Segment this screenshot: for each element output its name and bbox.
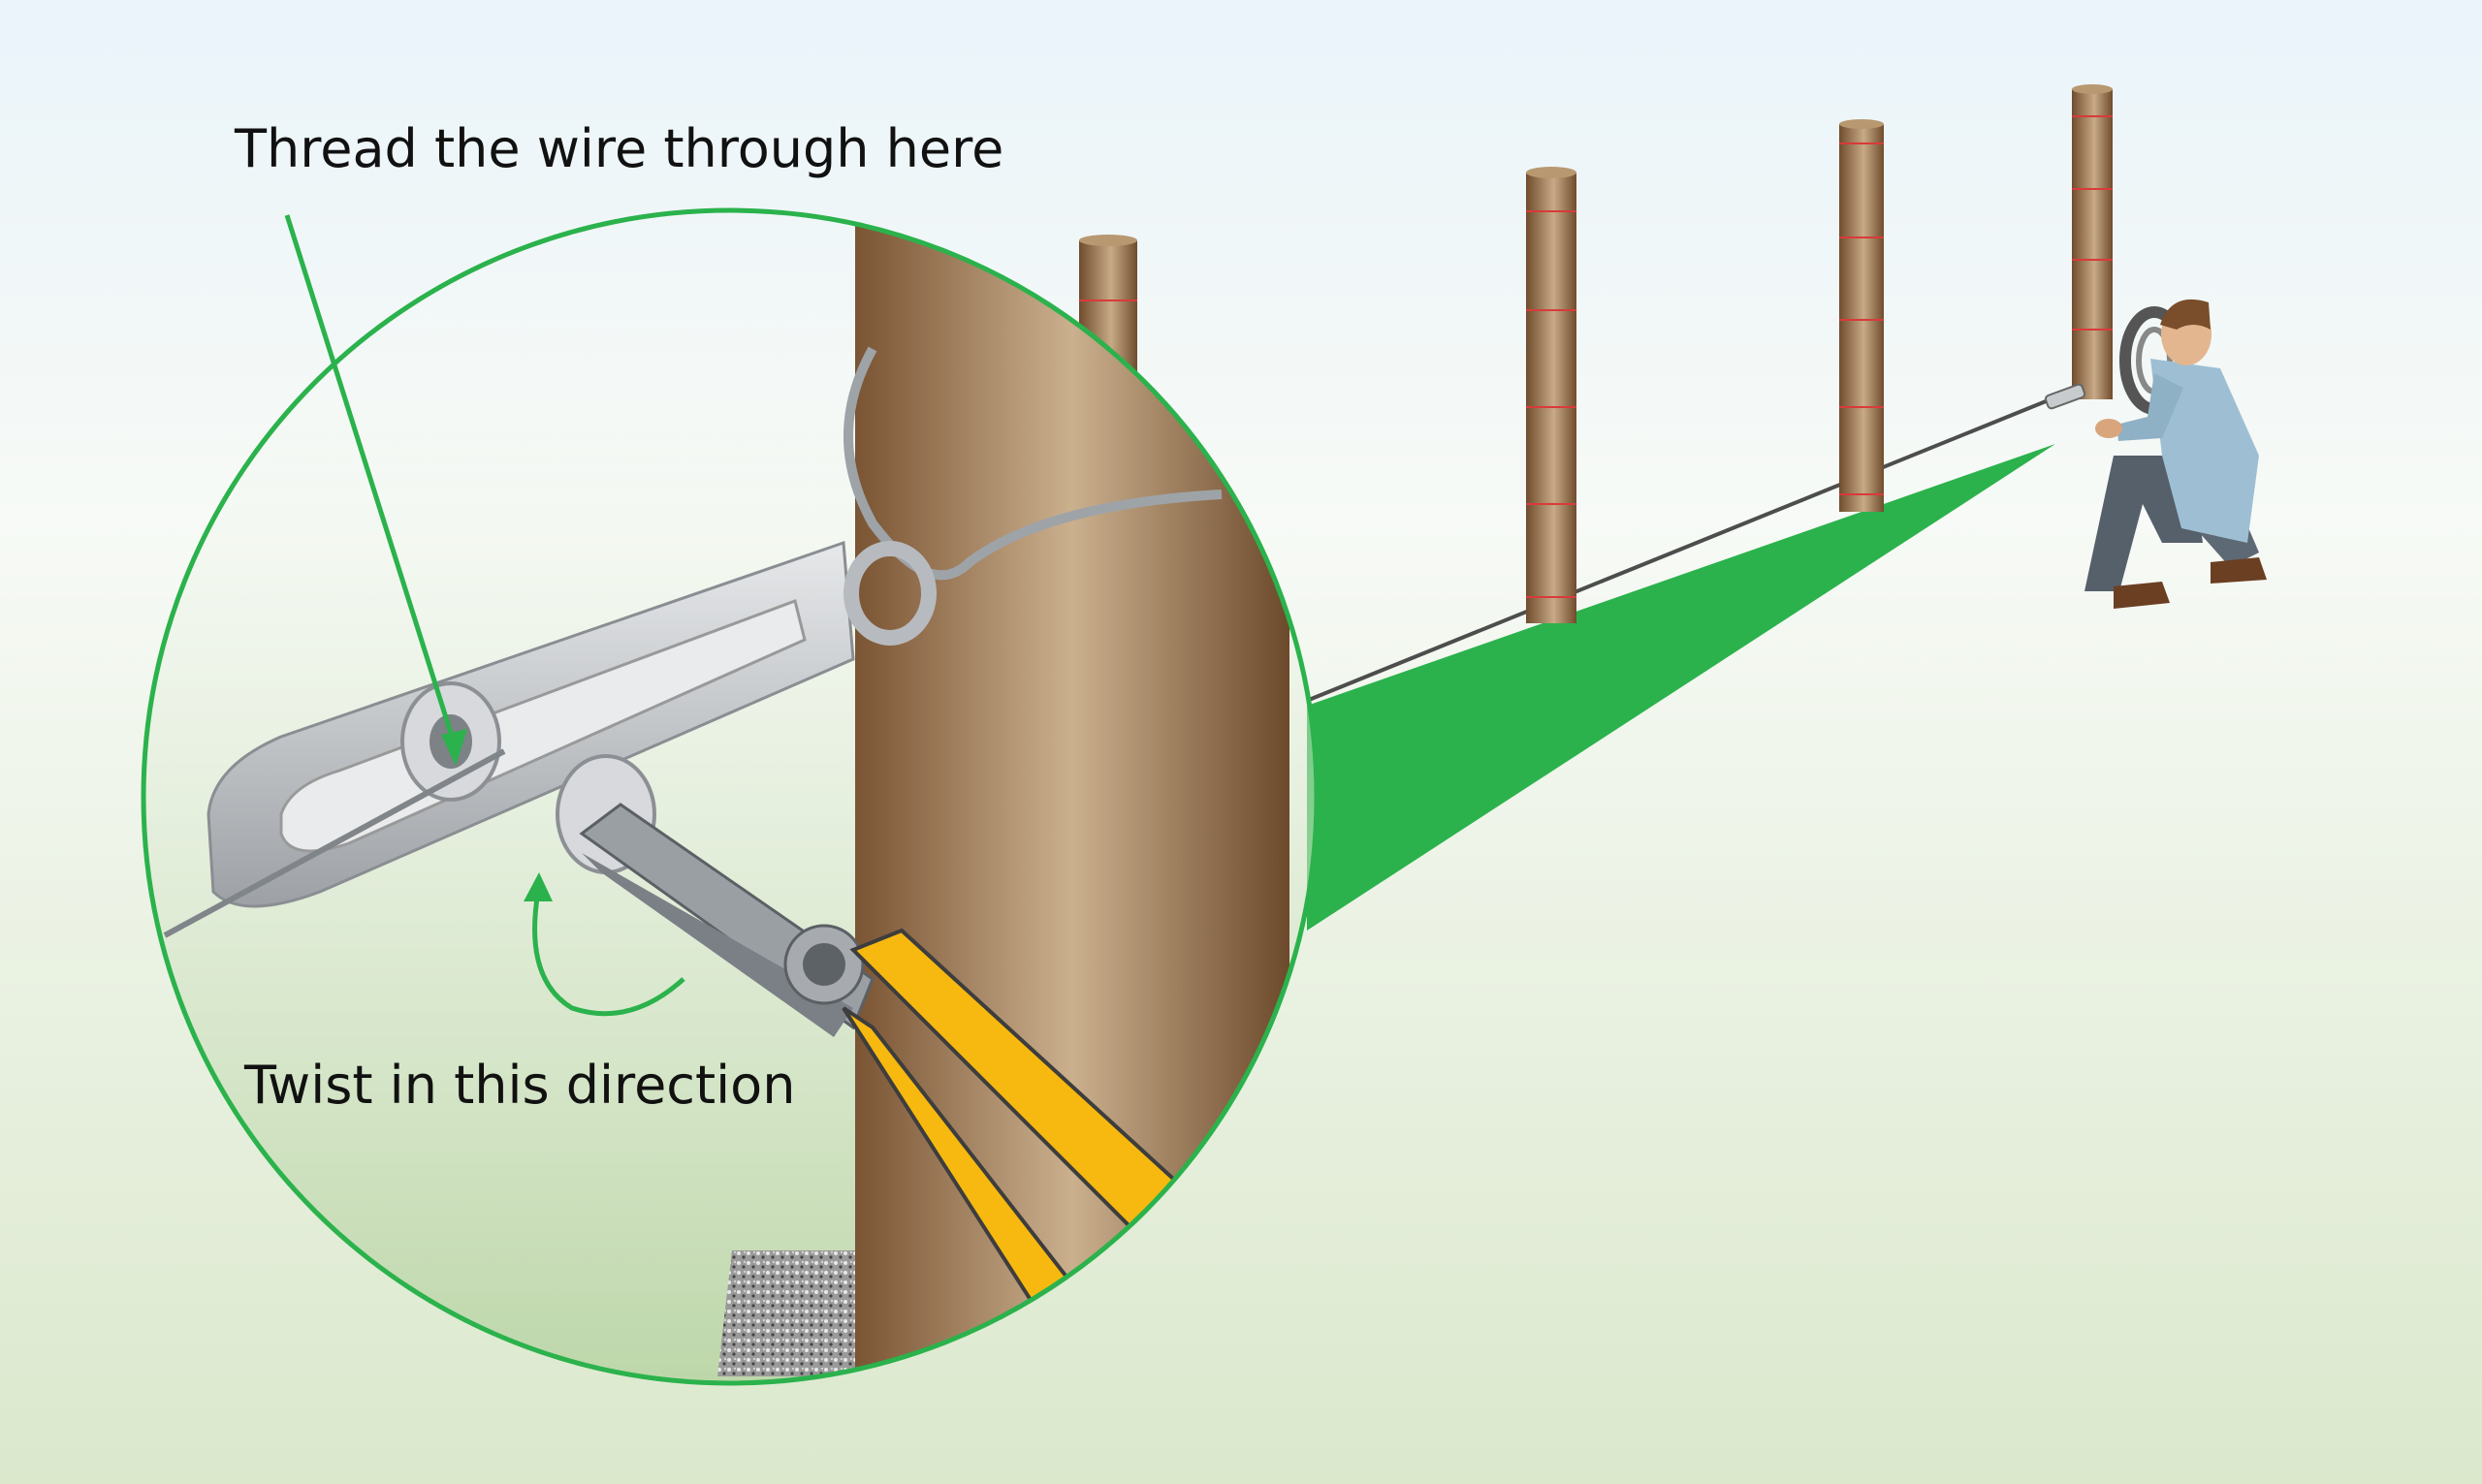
distant-post-3 [2072, 84, 2113, 399]
distant-post-1 [1526, 167, 1576, 623]
fence-wire [1308, 395, 2056, 702]
zoom-beam [1307, 444, 2055, 931]
zoom-circle [141, 207, 1320, 1386]
twist-label: Twist in this direction [243, 1055, 795, 1116]
tie-wire [843, 346, 1223, 581]
thread-label: Thread the wire through here [234, 118, 1003, 179]
person-kneeling [2084, 299, 2267, 609]
distant-post-0 [1079, 235, 1137, 376]
wire-tensioner-small [2044, 383, 2086, 410]
thread-pointer-arrow [284, 214, 467, 766]
distant-post-2 [1839, 119, 1884, 512]
rotation-arrow-icon [524, 872, 685, 1017]
